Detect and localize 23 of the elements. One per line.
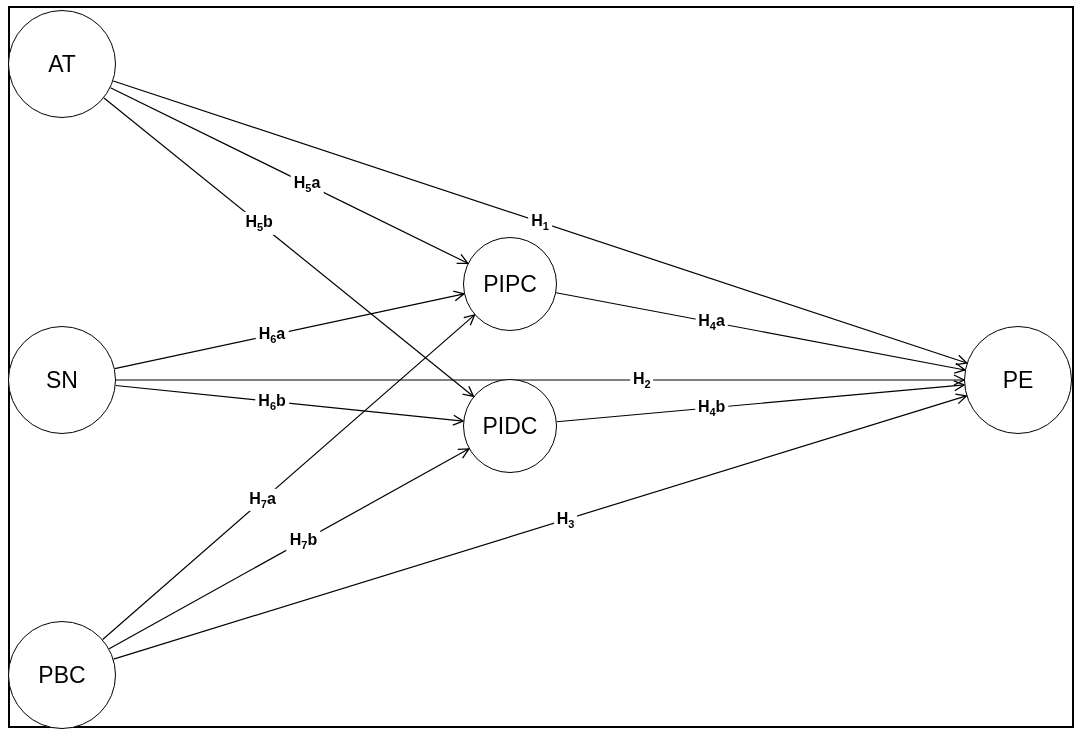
arrow bbox=[112, 80, 968, 366]
arrow bbox=[115, 374, 965, 386]
edge-label: H$_{7}$b bbox=[286, 529, 321, 552]
node-label: PIDC bbox=[482, 412, 538, 440]
arrow bbox=[109, 87, 469, 264]
construct-circle bbox=[8, 621, 116, 729]
arrow bbox=[555, 292, 966, 374]
node-label: PIPC bbox=[483, 270, 537, 298]
arrow bbox=[108, 448, 470, 650]
arrow bbox=[103, 97, 475, 398]
edge-label: H$_{5}$b bbox=[242, 212, 276, 235]
arrow bbox=[115, 384, 464, 426]
edge-label: H$_{7}$a bbox=[246, 488, 279, 512]
node-label: PE bbox=[1002, 366, 1034, 394]
arrow bbox=[556, 380, 965, 423]
node-label: AT bbox=[48, 50, 76, 78]
construct-circle bbox=[8, 10, 116, 118]
node-label: PBC bbox=[38, 661, 86, 689]
node-label: SN bbox=[46, 366, 78, 394]
edge-label: H$_{5}$a bbox=[290, 173, 324, 196]
arrow bbox=[114, 290, 465, 370]
arrow bbox=[113, 393, 968, 660]
arrow bbox=[102, 314, 476, 641]
